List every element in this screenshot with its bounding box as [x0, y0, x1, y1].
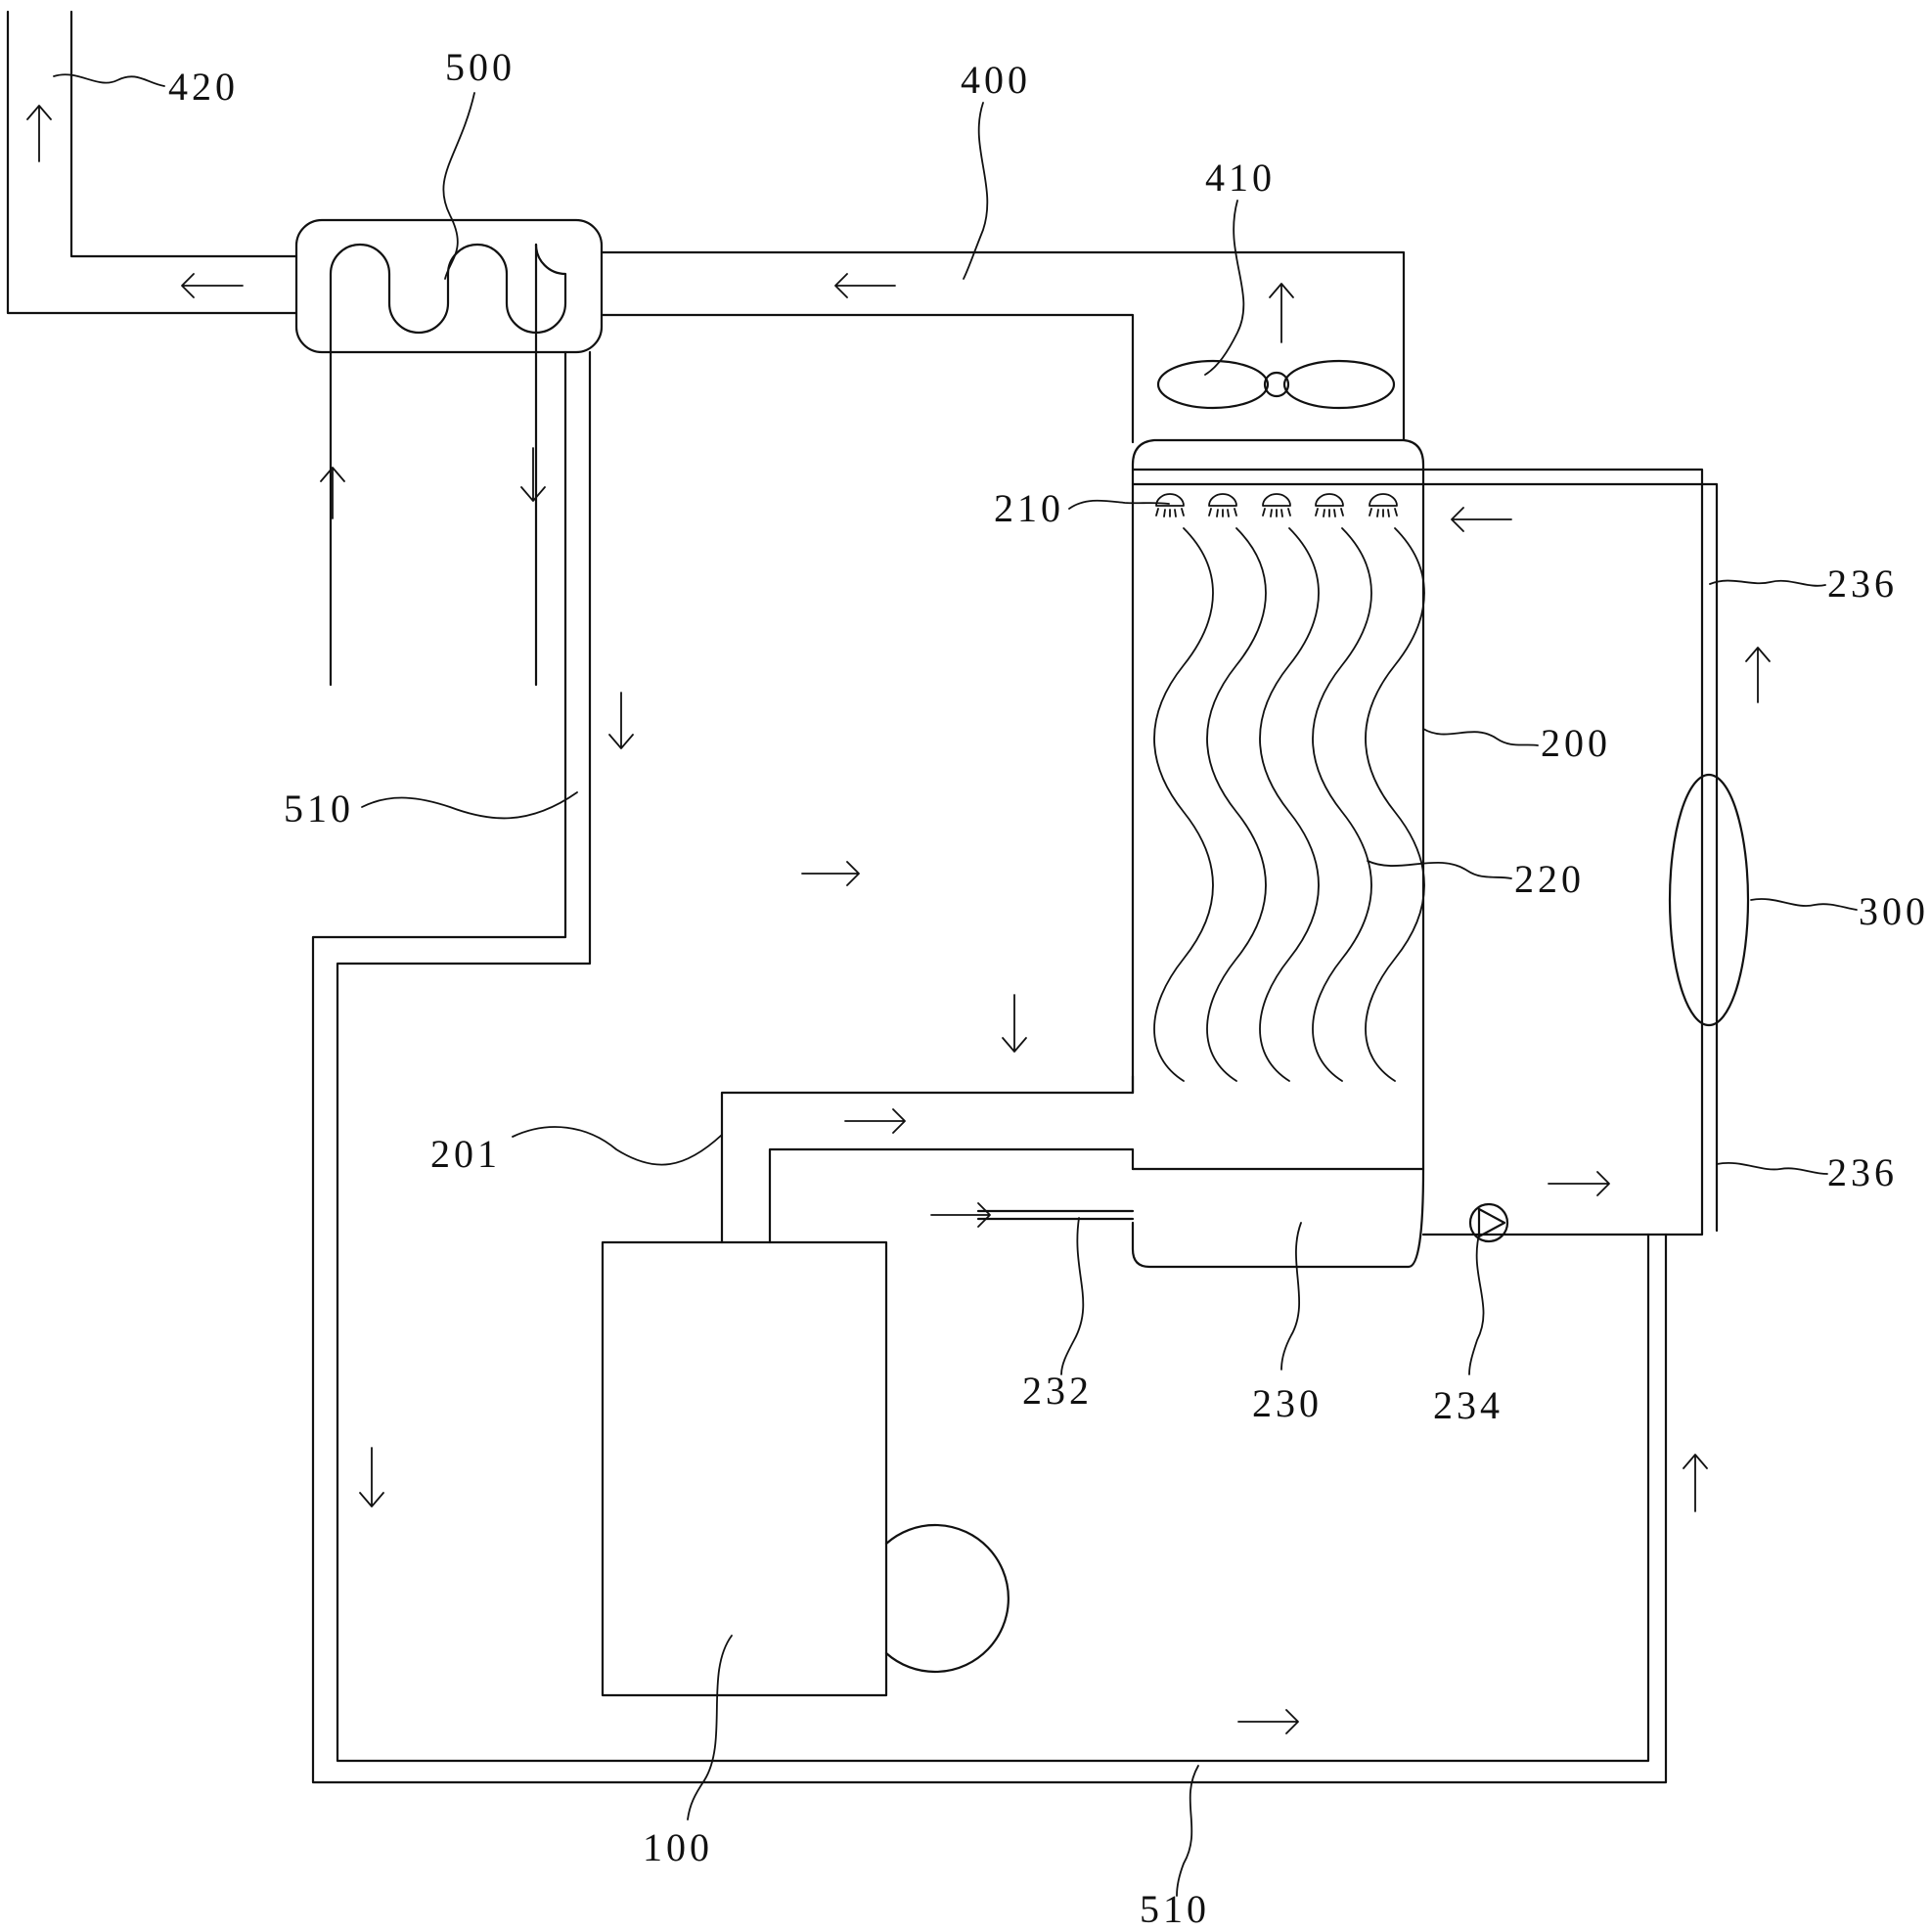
cooling-tower-200	[1131, 438, 1719, 1269]
label-300: 300	[1859, 889, 1929, 933]
label-500: 500	[445, 45, 516, 89]
labels: 420 500 400 410 210 236 200 220 300 510 …	[168, 45, 1929, 1931]
spray-nozzle-icon	[1208, 493, 1237, 517]
label-210: 210	[994, 486, 1064, 530]
flow-arrow-icon	[930, 1202, 991, 1228]
element-300	[1668, 773, 1750, 1027]
flow-arrow-icon	[1269, 283, 1294, 343]
inlet-pipe-232	[976, 1209, 1135, 1221]
unit-100	[601, 1240, 1010, 1697]
heat-exchanger-500	[294, 218, 604, 687]
label-420: 420	[168, 65, 239, 109]
flow-arrow-icon	[1683, 1454, 1708, 1512]
pump-icon	[1468, 1202, 1509, 1243]
label-201: 201	[430, 1132, 501, 1176]
leader-lines	[53, 73, 1858, 1897]
label-100: 100	[643, 1825, 713, 1869]
flow-arrows	[26, 105, 1771, 1734]
label-510-bottom: 510	[1140, 1887, 1210, 1931]
flow-arrow-icon	[844, 1108, 906, 1134]
flow-arrow-icon	[320, 467, 345, 519]
label-230: 230	[1252, 1381, 1323, 1425]
flow-arrow-icon	[608, 692, 634, 749]
exhaust-duct-420	[6, 10, 298, 315]
flow-arrow-icon	[801, 861, 860, 886]
duct-201	[720, 1074, 1135, 1244]
label-236-top: 236	[1827, 562, 1898, 606]
flow-arrow-icon	[359, 1447, 384, 1507]
spray-nozzles-210	[1155, 493, 1398, 517]
spray-nozzle-icon	[1315, 493, 1344, 517]
flow-arrow-icon	[181, 273, 244, 298]
flow-arrow-icon	[1548, 1171, 1610, 1196]
label-232: 232	[1022, 1369, 1093, 1413]
spray-nozzle-icon	[1262, 493, 1291, 517]
flow-arrow-icon	[1745, 647, 1771, 703]
flow-arrow-icon	[1002, 994, 1027, 1053]
flow-arrow-icon	[520, 447, 546, 502]
flow-arrow-icon	[834, 273, 896, 298]
flow-arrow-icon	[1237, 1709, 1299, 1734]
flow-arrow-icon	[1451, 507, 1512, 532]
flow-arrow-icon	[26, 105, 52, 162]
label-236-bottom: 236	[1827, 1150, 1898, 1194]
spray-nozzle-icon	[1155, 493, 1185, 517]
fan-icon	[1156, 359, 1396, 410]
label-200: 200	[1541, 721, 1611, 765]
packing-220	[1153, 527, 1425, 1082]
label-410: 410	[1205, 156, 1276, 200]
label-234: 234	[1433, 1383, 1504, 1427]
air-duct-400	[600, 250, 1406, 444]
label-220: 220	[1514, 857, 1585, 901]
spray-nozzle-icon	[1369, 493, 1398, 517]
label-510-left: 510	[284, 786, 354, 831]
pipe-510	[311, 350, 1668, 1784]
label-400: 400	[961, 58, 1031, 102]
